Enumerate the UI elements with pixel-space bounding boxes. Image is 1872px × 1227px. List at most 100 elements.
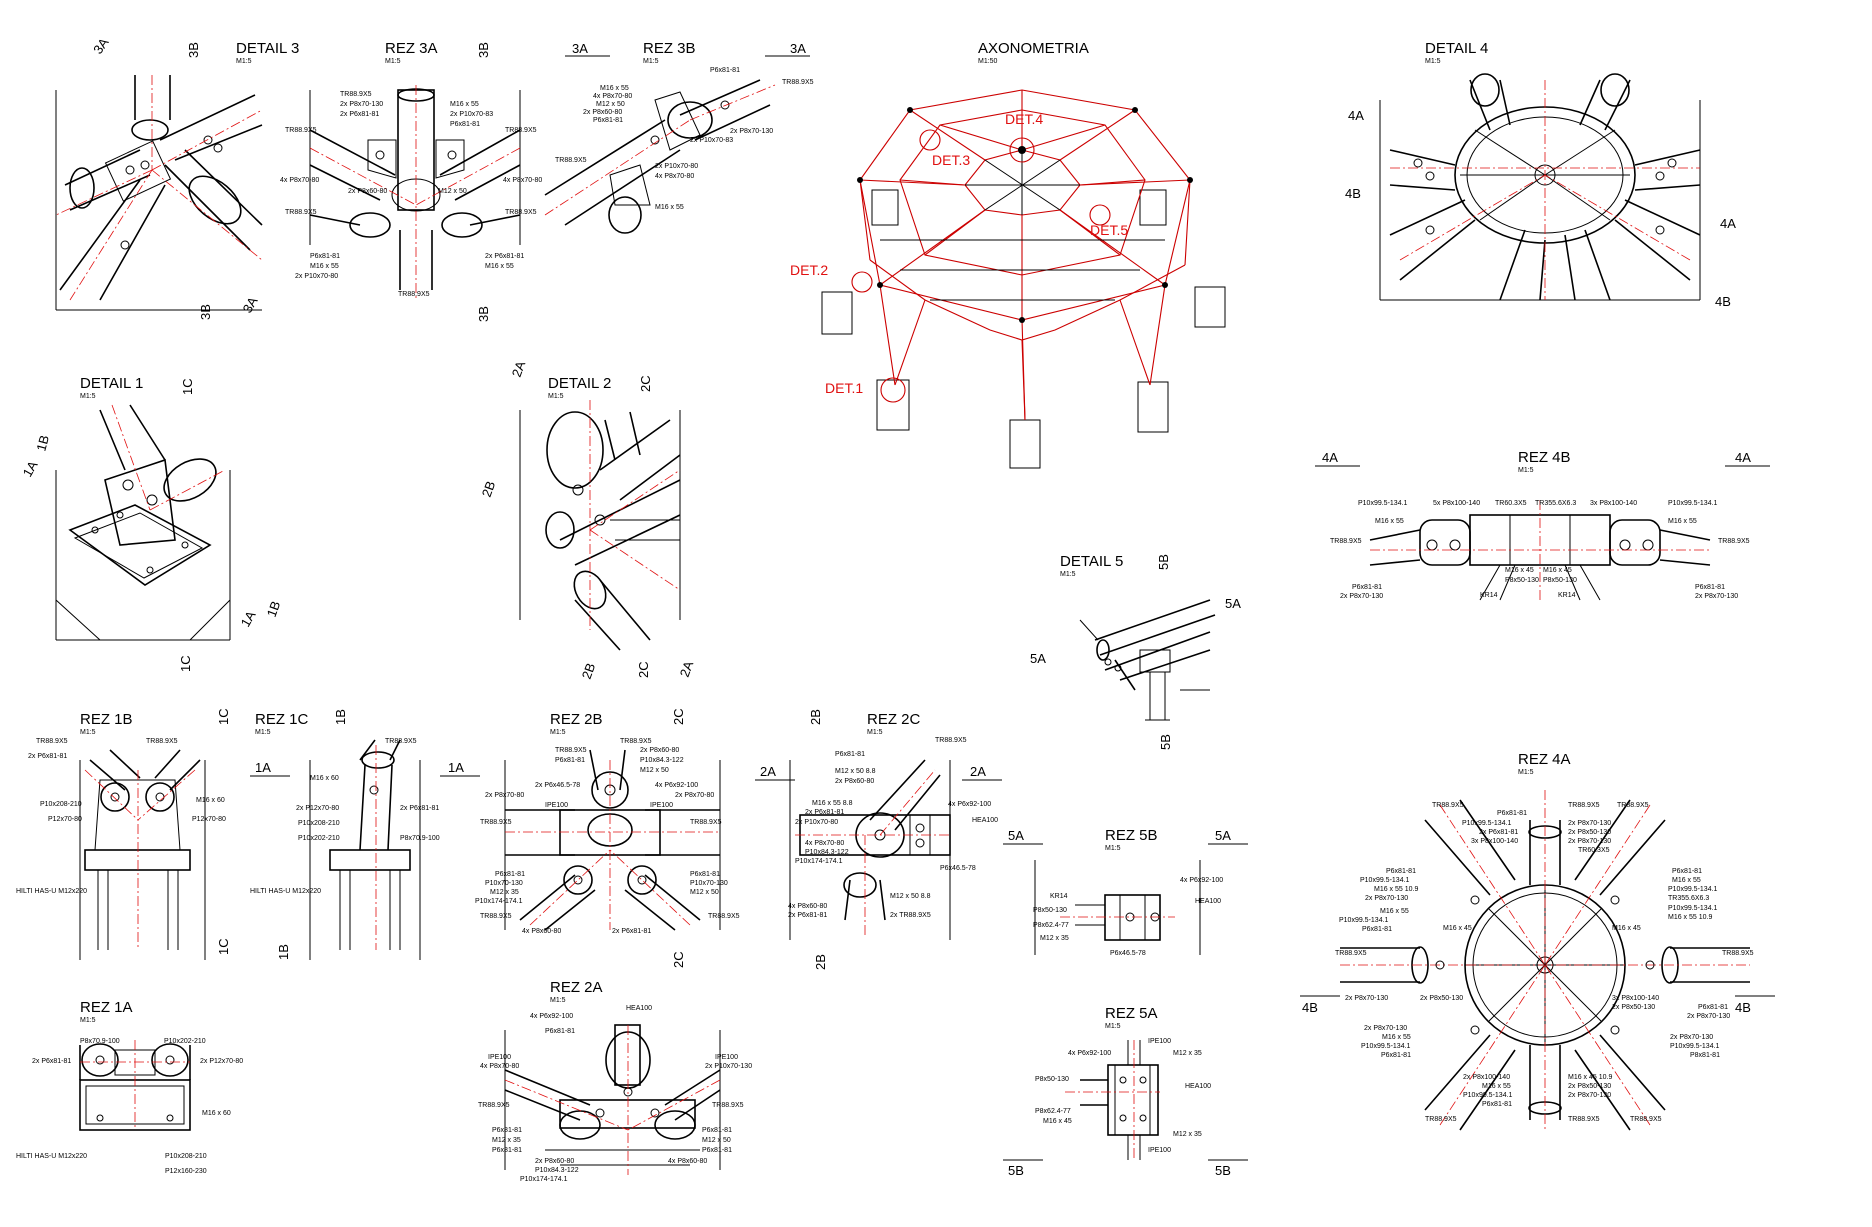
section-marker: 4B (1735, 1000, 1751, 1015)
title-rez-5b: REZ 5B (1105, 827, 1158, 844)
section-marker: 3B (476, 42, 491, 58)
section-marker: 1B (333, 709, 348, 725)
section-marker: 5A (1030, 651, 1046, 666)
part-label: P6x81-81 (702, 1147, 732, 1154)
title-rez-4a: REZ 4A (1518, 751, 1571, 768)
part-label: P6x81-81 (1695, 584, 1725, 591)
part-label: TR88.9X5 (1432, 802, 1464, 809)
part-label: P10x208-210 (40, 801, 82, 808)
section-marker: 5A (1215, 828, 1231, 843)
part-label: P10x99.5-134.1 (1339, 917, 1389, 924)
part-label: TR60.3X5 (1495, 500, 1527, 507)
section-marker: 1B (33, 434, 52, 453)
part-label: TR88.9X5 (505, 127, 537, 134)
section-marker: 1A (238, 608, 259, 630)
rez-1b-labels: TR88.9X5 TR88.9X5 2x P6x81-81 M16 x 60 P… (16, 738, 226, 895)
title-rez-3b: REZ 3B (643, 40, 696, 57)
rez-5b-drawing (1034, 860, 1201, 955)
part-label: 2x TR88.9X5 (890, 912, 931, 919)
rez-3b-drawing (544, 79, 776, 234)
part-label: M16 x 45 (1043, 1118, 1072, 1125)
panel-rez-3a: REZ 3A M1:5 3B 3B TR88.9X5 2x P8x70-130 … (280, 40, 542, 322)
panel-rez-2b: REZ 2B M1:5 2C 2C TR88.9X5 P6x81-81 TR88… (475, 708, 740, 968)
part-label: TR88.9X5 (285, 127, 317, 134)
part-label: 4x P8x70-80 (805, 840, 844, 847)
panel-detail-4: DETAIL 4 M1:5 4A 4B 4A 4B (1345, 40, 1736, 309)
section-marker: 2B (808, 709, 823, 725)
part-label: 4x P8x70-80 (480, 1063, 519, 1070)
section-marker: 2C (636, 661, 651, 678)
part-label: P10x99.5-134.1 (1358, 500, 1408, 507)
part-label: P8x50-130 (1033, 907, 1067, 914)
section-marker: 2B (579, 661, 599, 681)
section-marker: 2C (671, 951, 686, 968)
detail-3-drawing (55, 75, 263, 311)
scale-detail-4: M1:5 (1425, 58, 1441, 65)
part-label: 2x P8x60-80 (640, 747, 679, 754)
title-rez-2b: REZ 2B (550, 711, 603, 728)
section-marker: 2C (671, 708, 686, 725)
scale-rez-2b: M1:5 (550, 729, 566, 736)
part-label: 2x P8x70-130 (730, 128, 773, 135)
rez-3a-drawing (309, 85, 521, 300)
title-rez-2c: REZ 2C (867, 711, 921, 728)
part-label: M16 x 55 10.9 (1374, 886, 1418, 893)
title-detail-3: DETAIL 3 (236, 40, 299, 57)
part-label: P6x81-81 (310, 253, 340, 260)
scale-rez-3b: M1:5 (643, 58, 659, 65)
panel-rez-4b: REZ 4B M1:5 4A 4A P10x99.5-134.1 5x P8x1… (1315, 449, 1770, 601)
part-label: P10x84.3-122 (640, 757, 684, 764)
part-label: 2x P8x70-130 (1345, 995, 1388, 1002)
part-label: TR88.9X5 (480, 819, 512, 826)
section-marker: 1C (178, 655, 193, 672)
part-label: M12 x 50 8.8 (890, 893, 931, 900)
rez-1a-drawing (79, 1040, 191, 1131)
section-marker: 1B (264, 599, 284, 619)
part-label: P10x99.5-134.1 (1670, 1043, 1720, 1050)
panel-axonometria: AXONOMETRIA M1:50 (790, 40, 1226, 469)
panel-detail-1: DETAIL 1 M1:5 1C 1B 1A 1A 1B 1C (20, 375, 284, 672)
part-label: 4x P8x60-80 (668, 1158, 707, 1165)
section-marker: 4B (1302, 1000, 1318, 1015)
part-label: TR88.9X5 (782, 79, 814, 86)
section-marker: 5B (1156, 554, 1171, 570)
part-label: P8x70.9-100 (80, 1038, 120, 1045)
part-label: 2x P6x81-81 (612, 928, 651, 935)
rez-1c-labels: TR88.9X5 M16 x 60 2x P12x70-80 2x P6x81-… (250, 738, 440, 895)
scale-rez-4a: M1:5 (1518, 769, 1534, 776)
part-label: M12 x 50 (702, 1137, 731, 1144)
part-label: IPE100 (1148, 1038, 1171, 1045)
detail-1-drawing (55, 404, 231, 641)
part-label: TR88.9X5 (1630, 1116, 1662, 1123)
scale-detail-2: M1:5 (548, 393, 564, 400)
section-marker: 3A (790, 41, 806, 56)
part-label: 4x P8x70-80 (655, 173, 694, 180)
title-rez-1a: REZ 1A (80, 999, 133, 1016)
part-label: P10x174-174.1 (475, 898, 523, 905)
section-marker: 3B (198, 304, 213, 320)
part-label: P10x99.5-134.1 (1360, 877, 1410, 884)
panel-rez-2c: REZ 2C M1:5 2B 2A 2A 2B TR88.9X5 P6x81-8… (755, 709, 1002, 970)
callout-det-4: DET.4 (1005, 111, 1043, 127)
part-label: P10x84.3-122 (535, 1167, 579, 1174)
rez-4a-labels: TR88.9X5 TR88.9X5 TR88.9X5 P6x81-81 2x P… (1335, 802, 1754, 1123)
part-label: IPE100 (545, 802, 568, 809)
scale-rez-4b: M1:5 (1518, 467, 1534, 474)
part-label: IPE100 (715, 1054, 738, 1061)
part-label: 2x P6x81-81 (1479, 829, 1518, 836)
panel-rez-5a: REZ 5A M1:5 5B 5B IPE100 4x P6x92-100 M1… (1003, 1005, 1248, 1178)
panel-detail-3: DETAIL 3 M1:5 3A 3B 3B 3A (55, 35, 299, 320)
title-detail-2: DETAIL 2 (548, 375, 611, 392)
section-marker: 5A (1225, 596, 1241, 611)
part-label: P10x99.5-134.1 (1361, 1043, 1411, 1050)
part-label: P12x70-80 (192, 816, 226, 823)
rez-3a-labels: TR88.9X5 2x P8x70-130 2x P6x81-81 TR88.9… (280, 91, 542, 298)
part-label: P8x70.9-100 (400, 835, 440, 842)
part-label: TR88.9X5 (478, 1102, 510, 1109)
part-label: 2x P10x70-83 (450, 111, 493, 118)
part-label: KR14 (1050, 893, 1068, 900)
part-label: 2x P8x60-80 (535, 1158, 574, 1165)
part-label: M12 x 35 (490, 889, 519, 896)
part-label: P10x208-210 (165, 1153, 207, 1160)
part-label: M16 x 55 (450, 101, 479, 108)
